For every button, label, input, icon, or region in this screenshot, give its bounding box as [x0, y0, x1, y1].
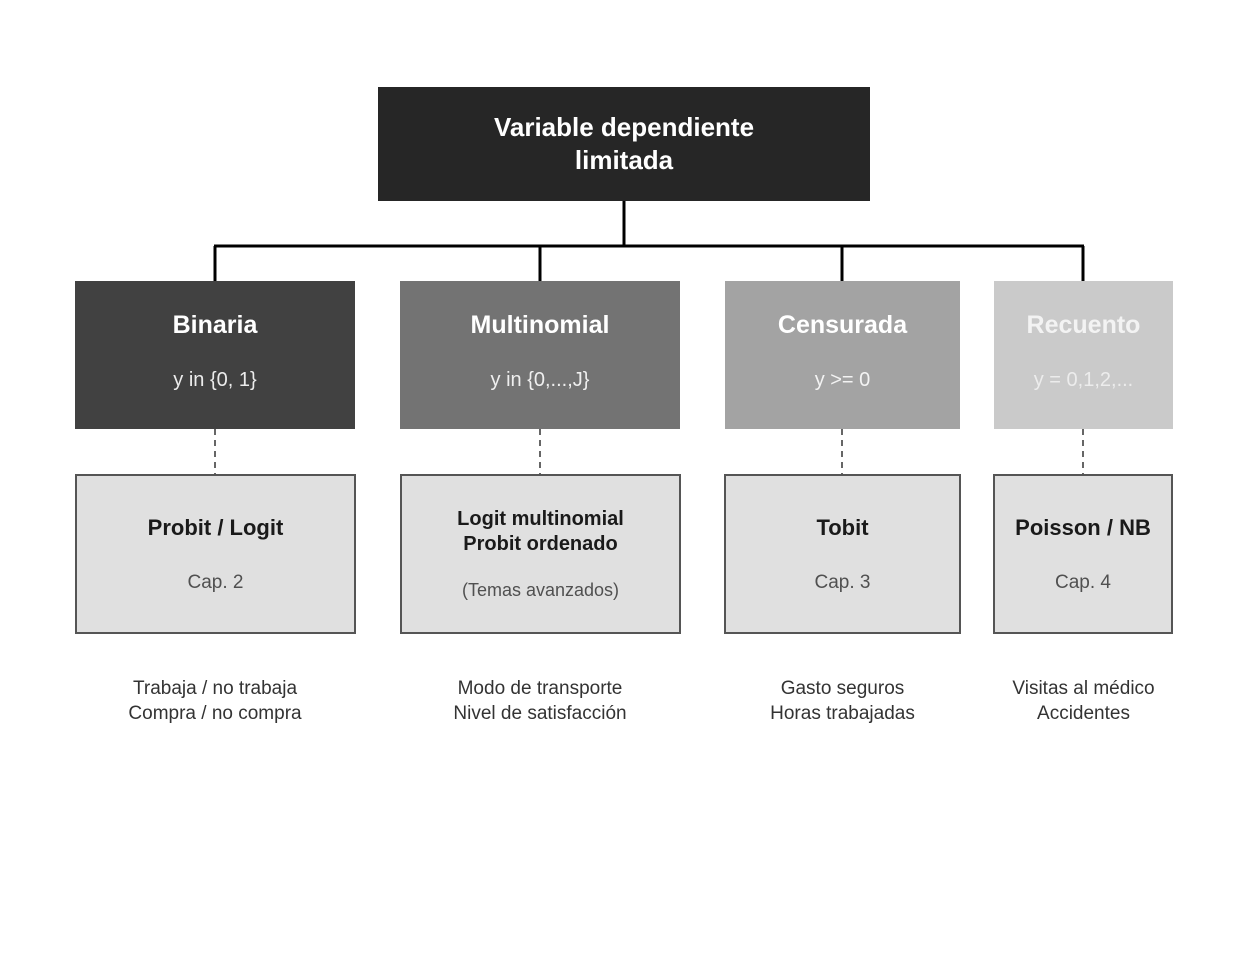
model-name: Probit / Logit: [147, 514, 284, 540]
examples-recuento: Visitas al médico Accidentes: [1012, 678, 1155, 724]
model-multinomial: Logit multinomial Probit ordenado (Temas…: [400, 474, 681, 634]
root-title: Variable dependiente limitada: [493, 112, 755, 175]
category-range: y in {0, 1}: [173, 369, 257, 391]
category-recuento: Recuento y = 0,1,2,...: [994, 281, 1173, 429]
category-name: Censurada: [777, 311, 908, 339]
category-range: y >= 0: [814, 369, 871, 391]
category-range: y in {0,...,J}: [490, 369, 590, 391]
model-reference: Cap. 3: [814, 571, 871, 593]
model-poisson-nb: Poisson / NB Cap. 4: [993, 474, 1173, 634]
model-tobit: Tobit Cap. 3: [724, 474, 961, 634]
category-binaria: Binaria y in {0, 1}: [75, 281, 355, 429]
category-range: y = 0,1,2,...: [1033, 369, 1134, 391]
model-reference: Cap. 2: [187, 571, 244, 593]
category-name: Binaria: [172, 311, 258, 339]
model-reference: (Temas avanzados): [461, 580, 620, 600]
model-name: Tobit: [816, 514, 869, 540]
category-name: Multinomial: [470, 311, 610, 339]
examples-multinomial: Modo de transporte Nivel de satisfacción: [453, 678, 627, 724]
root-node: Variable dependiente limitada: [378, 87, 870, 201]
model-name: Logit multinomial Probit ordenado: [457, 508, 624, 555]
model-probit-logit: Probit / Logit Cap. 2: [75, 474, 356, 634]
examples-binaria: Trabaja / no trabaja Compra / no compra: [128, 678, 302, 724]
model-name: Poisson / NB: [1015, 514, 1151, 540]
category-censurada: Censurada y >= 0: [725, 281, 960, 429]
examples-censurada: Gasto seguros Horas trabajadas: [770, 678, 915, 724]
category-name: Recuento: [1026, 311, 1141, 339]
category-multinomial: Multinomial y in {0,...,J}: [400, 281, 680, 429]
model-reference: Cap. 4: [1055, 571, 1111, 593]
